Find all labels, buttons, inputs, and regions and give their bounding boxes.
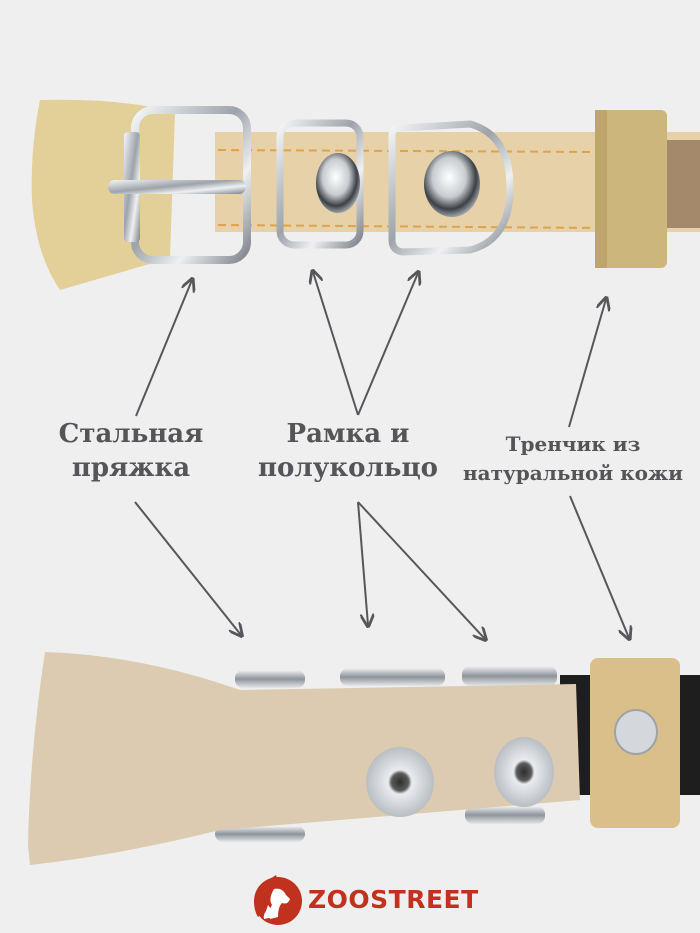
callout-line: Тренчик из: [505, 432, 641, 456]
steel-frame: [276, 119, 364, 249]
leather-keeper: [595, 110, 667, 268]
callout-leather-keeper: Тренчик из натуральной кожи: [448, 430, 698, 488]
collar-front-photo: [31, 99, 700, 290]
brand-name: ZOOSTREET: [308, 884, 479, 914]
callout-line: Рамка и: [286, 419, 410, 449]
eyelet: [366, 747, 434, 817]
collar-back-photo: [28, 652, 700, 865]
callout-line: натуральной кожи: [463, 461, 683, 485]
arrow-buckle-up: [135, 280, 192, 417]
arrow-frame-down: [357, 501, 368, 625]
arrow-keeper-up: [568, 299, 606, 428]
callout-line: полукольцо: [258, 452, 438, 483]
suede-back: [28, 652, 580, 865]
callout-line: пряжка: [71, 452, 191, 483]
brand-logo: ZOOSTREET: [248, 870, 479, 928]
eyelet: [494, 737, 554, 807]
arrow-ring-up: [357, 273, 418, 416]
horse-dog-cat-silhouette-icon: [254, 875, 302, 925]
callout-steel-buckle: Стальная пряжка: [50, 418, 212, 486]
arrow-buckle-down: [134, 501, 241, 635]
callout-frame-and-half-ring: Рамка и полукольцо: [256, 418, 440, 486]
arrow-ring-down: [357, 501, 485, 639]
arrow-keeper-down: [569, 495, 629, 638]
arrow-frame-up: [313, 272, 359, 416]
callout-line: Стальная: [58, 419, 204, 449]
steel-d-ring: [388, 120, 514, 256]
